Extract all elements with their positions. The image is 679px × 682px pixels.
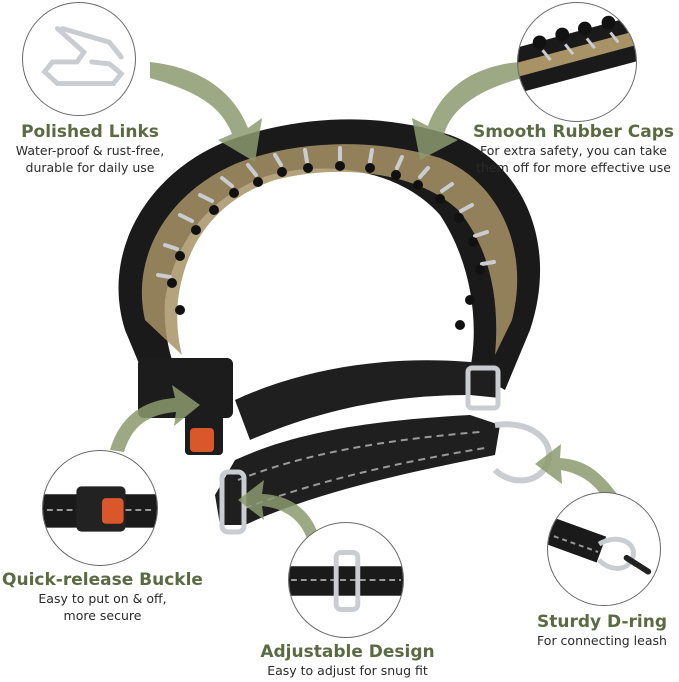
feature-desc-line1: For connecting leash (537, 633, 667, 648)
callout-buckle: Quick-release Buckle Easy to put on & of… (0, 570, 205, 624)
callout-rubber-caps: Smooth Rubber Caps For extra safety, you… (470, 122, 677, 176)
feature-title: Smooth Rubber Caps (472, 122, 675, 142)
loop-ring (465, 365, 501, 411)
reflective-stitching-2 (244, 447, 486, 509)
rubber-caps (167, 161, 485, 330)
feature-desc-line2: durable for daily use (25, 160, 155, 175)
buckle-release-button (190, 428, 214, 452)
feature-desc-line2: them off for more effective use (476, 160, 671, 175)
slide-adjuster (219, 469, 247, 535)
detail-rubber-caps (517, 2, 637, 122)
d-ring (492, 421, 553, 484)
feature-desc-line1: Water-proof & rust-free, (15, 143, 165, 158)
detail-polished-links (22, 2, 136, 116)
feature-desc-line2: more secure (63, 608, 142, 623)
martingale-strap-upper (235, 360, 500, 440)
reflective-stitching (237, 431, 481, 481)
collar-padding (141, 144, 518, 355)
buckle-body (138, 358, 233, 418)
feature-desc-line1: Easy to put on & off, (38, 591, 167, 606)
link-wire (41, 26, 125, 87)
martingale-strap-lower (215, 415, 500, 525)
detail-buckle (42, 450, 158, 566)
detail-adjustable (288, 522, 404, 638)
feature-desc-line1: Easy to adjust for snug fit (267, 663, 428, 678)
callout-d-ring: Sturdy D-ring For connecting leash (527, 612, 677, 649)
detail-d-ring (547, 492, 661, 606)
buckle-clip (185, 415, 223, 455)
feature-title: Quick-release Buckle (2, 570, 203, 590)
feature-title: Polished Links (21, 122, 159, 142)
buckle-orange-button (101, 498, 124, 524)
callout-adjustable: Adjustable Design Easy to adjust for snu… (250, 642, 445, 679)
prong-links (156, 146, 496, 279)
callout-polished-links: Polished Links Water-proof & rust-free, … (0, 122, 180, 176)
feature-title: Adjustable Design (260, 642, 435, 662)
arrow-buckle (110, 385, 200, 452)
feature-desc-line1: For extra safety, you can take (480, 143, 667, 158)
feature-title: Sturdy D-ring (537, 612, 667, 632)
